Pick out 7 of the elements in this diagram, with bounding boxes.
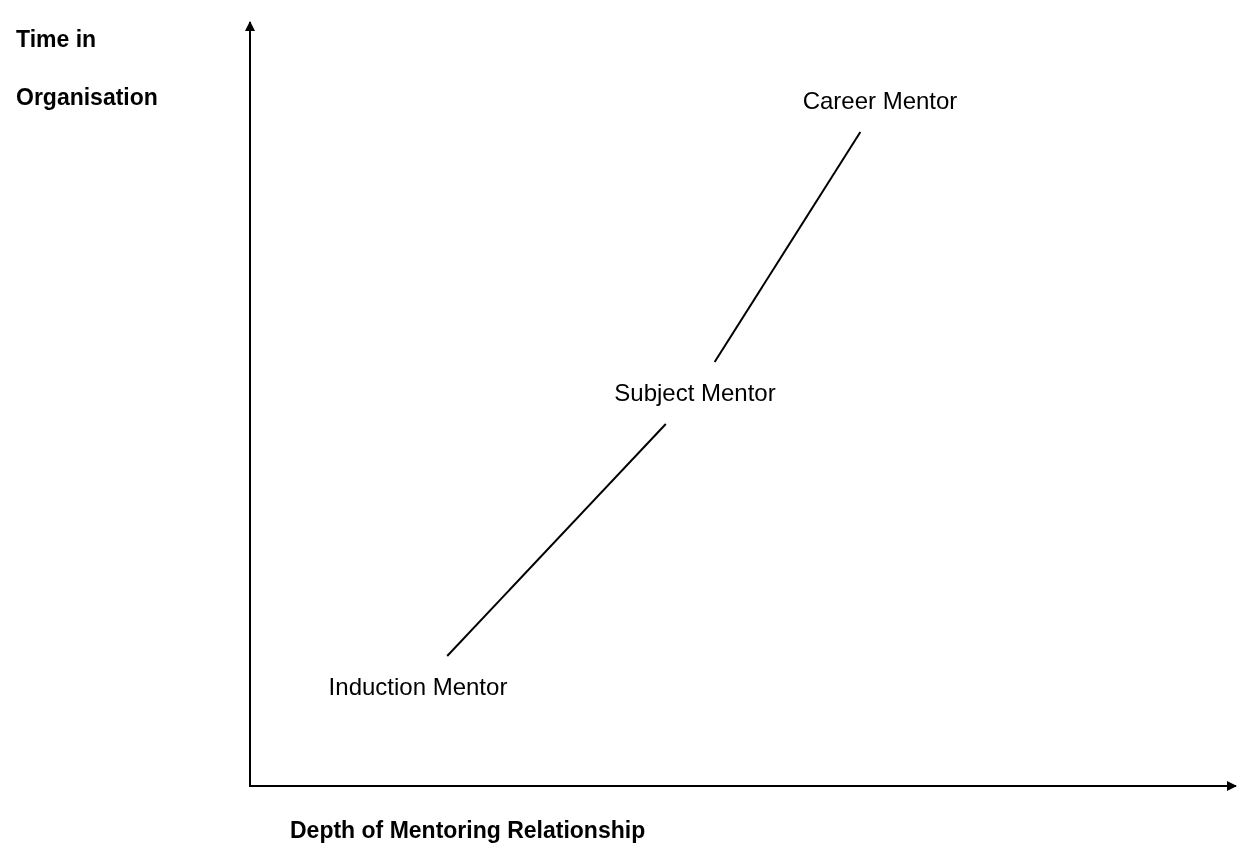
connector-line [446, 423, 667, 657]
mentor-label: Induction Mentor [328, 673, 508, 701]
mentor-label: Subject Mentor [614, 379, 776, 407]
connector-line [713, 131, 862, 363]
mentor-label: Career Mentor [802, 87, 958, 115]
y-axis-title: Time in Organisation [16, 25, 159, 112]
x-axis-title: Depth of Mentoring Relationship [290, 816, 646, 845]
